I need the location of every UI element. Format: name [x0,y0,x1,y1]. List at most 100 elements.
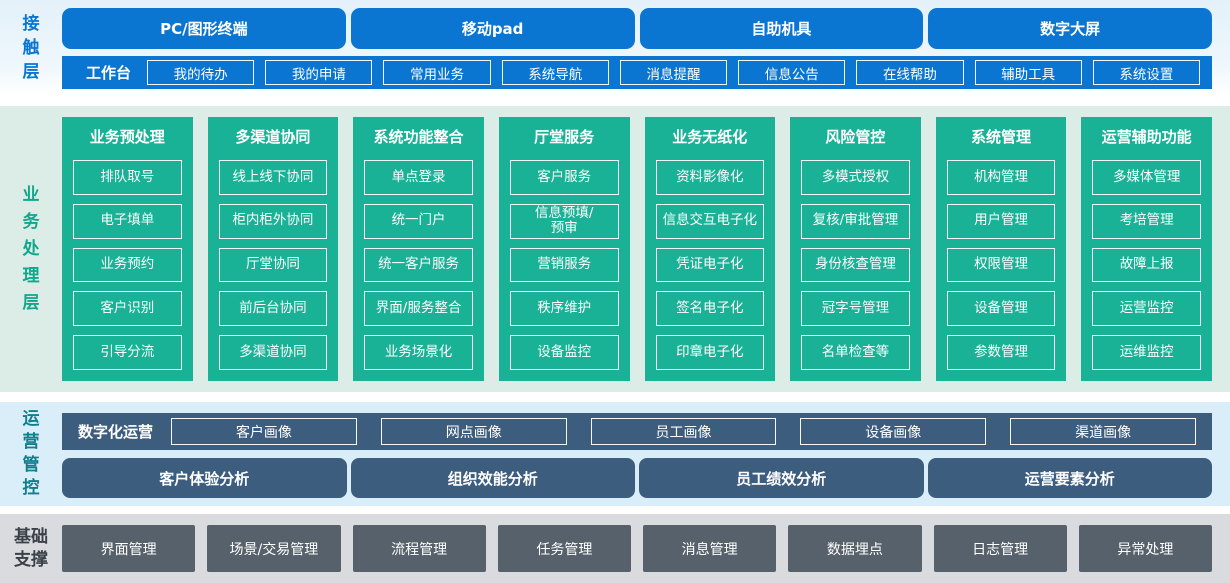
column-item: 业务预约 [73,247,182,283]
column-item: 凭证电子化 [655,247,765,283]
column-item: 资料影像化 [655,160,765,195]
layer-label-char: 理 [22,265,40,286]
business-column: 运营辅助功能多媒体管理考培管理故障上报运营监控运维监控 [1081,117,1212,381]
column-item: 界面/服务整合 [364,291,473,327]
workbench-item: 消息提醒 [619,60,728,85]
business-column: 多渠道协同线上线下协同柜内柜外协同厅堂协同前后台协同多渠道协同 [207,117,339,381]
workbench-items: 我的待办我的申请常用业务系统导航消息提醒信息公告在线帮助辅助工具系统设置 [147,60,1200,85]
business-column: 业务无纸化资料影像化信息交互电子化凭证电子化签名电子化印章电子化 [644,117,776,381]
terminal-button: 移动pad [350,8,635,49]
analysis-button: 员工绩效分析 [639,458,924,498]
column-item: 故障上报 [1092,247,1201,283]
business-column: 系统管理机构管理用户管理权限管理设备管理参数管理 [935,117,1067,381]
business-column: 业务预处理排队取号电子填单业务预约客户识别引导分流 [62,117,193,381]
profile-item: 员工画像 [590,418,777,445]
profile-item: 设备画像 [800,418,987,445]
layer-label-char: 务 [22,211,40,232]
layer-label-char: 层 [22,61,40,82]
layer-label-char: 运 [22,409,40,429]
column-item: 用户管理 [946,203,1056,239]
foundation-layer-label-area: 基础支撑 [0,514,62,583]
column-item: 电子填单 [73,203,182,239]
column-item: 前后台协同 [218,291,328,327]
operations-layer-content: 数字化运营 客户画像网点画像员工画像设备画像渠道画像 客户体验分析组织效能分析员… [62,402,1230,506]
column-item: 多渠道协同 [218,335,328,370]
workbench-bar: 工作台 我的待办我的申请常用业务系统导航消息提醒信息公告在线帮助辅助工具系统设置 [62,56,1212,89]
column-item: 统一门户 [364,203,473,239]
layer-label-char: 营 [22,432,40,452]
operations-layer-section: 运营管控 数字化运营 客户画像网点画像员工画像设备画像渠道画像 客户体验分析组织… [0,402,1230,506]
foundation-item: 流程管理 [352,525,486,572]
layer-label-char: 管 [22,455,40,475]
column-item: 单点登录 [364,160,473,195]
business-column: 厅堂服务客户服务信息预填/ 预审营销服务秩序维护设备监控 [498,117,630,381]
column-item: 设备管理 [946,291,1056,327]
column-item: 多媒体管理 [1092,160,1201,195]
layer-label-char: 层 [22,292,40,313]
column-item: 印章电子化 [655,335,765,370]
layer-label-char: 控 [22,478,40,498]
operations-layer-label: 运营管控 [23,411,40,497]
column-item: 冠字号管理 [801,291,910,327]
foundation-item: 界面管理 [62,525,196,572]
terminal-button: PC/图形终端 [62,8,346,49]
layer-label-char: 接 [22,13,40,34]
analysis-button: 组织效能分析 [350,458,635,498]
foundation-item: 数据埋点 [788,525,922,572]
column-item: 设备监控 [509,335,619,370]
column-title: 厅堂服务 [534,128,595,146]
column-item: 统一客户服务 [364,247,473,283]
analysis-row: 客户体验分析组织效能分析员工绩效分析运营要素分析 [62,458,1212,498]
column-title: 业务预处理 [89,128,165,146]
column-item: 信息交互电子化 [655,203,765,239]
workbench-item: 系统设置 [1092,60,1200,85]
digital-ops-label: 数字化运营 [78,423,154,441]
foundation-item: 场景/交易管理 [207,525,341,572]
business-layer-label: 业务处理层 [22,186,40,313]
column-item: 营销服务 [509,247,619,283]
column-item: 身份核查管理 [801,247,910,283]
business-column: 系统功能整合单点登录统一门户统一客户服务界面/服务整合业务场景化 [353,117,484,381]
workbench-item: 在线帮助 [856,60,964,85]
profile-item: 网点画像 [380,418,567,445]
column-item: 客户服务 [509,160,619,195]
workbench-item: 常用业务 [383,60,491,85]
terminal-button: 数字大屏 [928,8,1212,49]
column-item: 名单检查等 [801,335,910,370]
foundation-layer-label: 基础支撑 [14,526,48,570]
column-item: 多模式授权 [801,160,910,195]
workbench-item: 辅助工具 [974,60,1082,85]
column-item: 考培管理 [1092,203,1201,239]
column-item: 排队取号 [73,160,182,195]
column-item: 厅堂协同 [218,247,328,283]
workbench-item: 我的申请 [265,60,373,85]
layer-label-char: 触 [22,37,40,58]
operations-layer-label-area: 运营管控 [0,402,62,506]
column-item: 运营监控 [1092,291,1201,327]
column-title: 系统功能整合 [373,128,464,146]
column-item: 柜内柜外协同 [218,203,328,239]
profile-items: 客户画像网点画像员工画像设备画像渠道画像 [171,418,1196,445]
column-title: 业务无纸化 [672,128,748,146]
layer-label-char: 处 [22,238,40,259]
foundation-item: 消息管理 [643,525,777,572]
column-item: 秩序维护 [509,291,619,327]
column-item: 引导分流 [73,335,182,370]
column-title: 运营辅助功能 [1101,128,1192,146]
contact-layer-label: 接触层 [22,13,40,82]
foundation-row: 界面管理场景/交易管理流程管理任务管理消息管理数据埋点日志管理异常处理 [62,514,1230,583]
foundation-layer-section: 基础支撑 界面管理场景/交易管理流程管理任务管理消息管理数据埋点日志管理异常处理 [0,514,1230,583]
business-layer-section: 业务处理层 业务预处理排队取号电子填单业务预约客户识别引导分流多渠道协同线上线下… [0,106,1230,392]
business-columns: 业务预处理排队取号电子填单业务预约客户识别引导分流多渠道协同线上线下协同柜内柜外… [62,106,1230,392]
foundation-item: 日志管理 [933,525,1067,572]
contact-layer-label-area: 接触层 [0,0,62,96]
analysis-button: 运营要素分析 [927,458,1212,498]
digital-ops-bar: 数字化运营 客户画像网点画像员工画像设备画像渠道画像 [62,413,1212,450]
column-item: 客户识别 [73,291,182,327]
workbench-item: 系统导航 [501,60,609,85]
workbench-item: 信息公告 [738,60,846,85]
column-item: 参数管理 [946,335,1056,370]
